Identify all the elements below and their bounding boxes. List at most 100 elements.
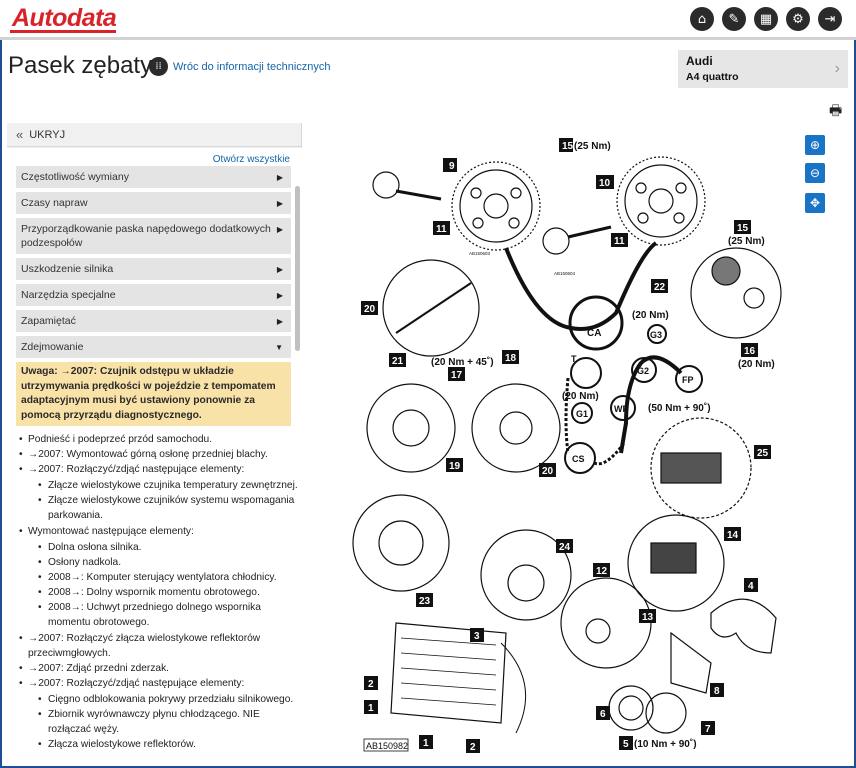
svg-text:1: 1 (368, 703, 374, 714)
sidebar: « UKRYJ Otwórz wszystkie Częstotliwość w… (7, 123, 302, 763)
svg-text:CA: CA (587, 328, 601, 339)
grid-icon[interactable]: ⁞⁞ (149, 57, 168, 76)
back-to-technical-info-link[interactable]: Wróc do informacji technicznych (173, 61, 331, 73)
open-all-link[interactable]: Otwórz wszystkie (212, 154, 290, 165)
car-make: Audi (686, 54, 713, 68)
svg-text:13: 13 (642, 612, 654, 623)
car-model: A4 quattro (686, 71, 739, 83)
section-drive-belt-layout[interactable]: Przyporządkowanie paska napędowego dodat… (16, 218, 291, 254)
list-item: →2007: Zdjąć przedni zderzak. (19, 661, 302, 676)
sub-list-item: 2008→: Komputer sterujący wentylatora ch… (36, 570, 302, 585)
svg-text:2: 2 (368, 679, 374, 690)
sub-list-item: Złącza wielostykowe reflektorów. (36, 737, 302, 752)
svg-text:G1: G1 (576, 409, 588, 419)
section-special-tools[interactable]: Narzędzia specjalne▶ (16, 284, 291, 306)
sub-list-item: Złącze wielostykowe czujnika temperatury… (36, 478, 302, 493)
wrench-icon[interactable]: ✎ (722, 7, 746, 31)
sub-list-item: 2008→: Uchwyt przedniego dolnego wsporni… (36, 600, 302, 630)
sidebar-content[interactable]: Otwórz wszystkie Częstotliwość wymiany▶ … (7, 148, 302, 763)
svg-text:11: 11 (614, 236, 625, 247)
svg-text:CS: CS (572, 454, 585, 464)
timing-belt-diagram[interactable]: 15 (25 Nm) 9 10 11 11 15 (25 Nm) 20 22 1… (306, 123, 846, 763)
top-bar: Autodata ⌂ ✎ ▦ ⚙ ⇥ (0, 0, 856, 40)
section-remember[interactable]: Zapamiętać▶ (16, 310, 291, 332)
svg-text:24: 24 (559, 542, 571, 553)
svg-text:19: 19 (449, 461, 461, 472)
list-item: →2007: Rozłączyć złącza wielostykowe ref… (19, 631, 302, 661)
diagram-svg: 15 (25 Nm) 9 10 11 11 15 (25 Nm) 20 22 1… (352, 138, 782, 753)
svg-text:(20 Nm + 45˚): (20 Nm + 45˚) (431, 356, 494, 368)
list-item: →2007: Rozłączyć/zdjąć następujące eleme… (19, 462, 302, 523)
vehicle-selector[interactable]: Audi A4 quattro › (678, 50, 848, 88)
caret-right-icon: ▶ (276, 173, 283, 182)
hide-sidebar-button[interactable]: « UKRYJ (7, 123, 301, 147)
svg-text:20: 20 (542, 466, 554, 477)
svg-text:22: 22 (654, 282, 666, 293)
svg-text:(10 Nm + 90˚): (10 Nm + 90˚) (634, 738, 697, 750)
svg-text:1: 1 (423, 738, 429, 749)
section-repair-times[interactable]: Czasy napraw▶ (16, 192, 291, 214)
zoom-out-icon[interactable]: ⊖ (805, 163, 825, 183)
svg-text:18: 18 (505, 353, 517, 364)
callout-15: 15 (562, 141, 574, 152)
caret-right-icon: ▶ (276, 291, 283, 300)
svg-text:25: 25 (757, 448, 769, 459)
fit-icon[interactable]: ✥ (805, 193, 825, 213)
caret-down-icon: ▼ (275, 343, 283, 352)
caret-right-icon: ▶ (276, 225, 283, 234)
svg-text:2: 2 (470, 742, 476, 753)
list-item: Podnieść i podeprzeć przód samochodu. (19, 432, 302, 447)
logout-icon[interactable]: ⇥ (818, 7, 842, 31)
svg-text:21: 21 (392, 356, 404, 367)
caret-right-icon: ▶ (276, 265, 283, 274)
calculator-icon[interactable]: ▦ (754, 7, 778, 31)
gear-icon[interactable]: ⚙ (786, 7, 810, 31)
svg-text:AB150604: AB150604 (554, 271, 576, 276)
svg-text:5: 5 (623, 739, 629, 750)
svg-text:G3: G3 (650, 330, 662, 340)
chevron-right-icon: › (834, 60, 840, 77)
list-item: →2007: Rozłączyć/zdjąć następujące eleme… (19, 676, 302, 752)
svg-text:(50 Nm + 90˚): (50 Nm + 90˚) (648, 402, 711, 414)
section-replacement-interval[interactable]: Częstotliwość wymiany▶ (16, 166, 291, 188)
scrollbar[interactable] (295, 186, 300, 351)
caret-right-icon: ▶ (276, 317, 283, 326)
section-engine-damage[interactable]: Uszkodzenie silnika▶ (16, 258, 291, 280)
svg-text:16: 16 (744, 346, 756, 357)
page-title: Pasek zębaty (8, 52, 153, 79)
top-icons: ⌂ ✎ ▦ ⚙ ⇥ (690, 7, 842, 31)
svg-text:6: 6 (600, 709, 606, 720)
svg-text:7: 7 (705, 724, 711, 735)
zoom-in-icon[interactable]: ⊕ (805, 135, 825, 155)
section-removal[interactable]: Zdejmowanie▼ (16, 336, 291, 358)
svg-text:10: 10 (599, 178, 611, 189)
list-item: →2007: Wymontować górną osłonę przedniej… (19, 447, 302, 462)
hide-label: UKRYJ (29, 128, 66, 141)
sub-list-item: Cięgno odblokowania pokrywy przedziału s… (36, 692, 302, 707)
svg-text:20: 20 (364, 304, 376, 315)
print-icon[interactable]: 🖶 (829, 103, 843, 119)
svg-text:AB150603: AB150603 (469, 251, 491, 256)
svg-text:17: 17 (451, 370, 463, 381)
autodata-logo[interactable]: Autodata (10, 3, 117, 33)
sub-list-item: Osłony nadkola. (36, 555, 302, 570)
figure-ref: AB150982 (366, 741, 408, 751)
svg-text:15: 15 (737, 223, 749, 234)
svg-text:3: 3 (474, 631, 480, 642)
svg-text:(20 Nm): (20 Nm) (562, 391, 599, 402)
caret-right-icon: ▶ (276, 199, 283, 208)
svg-text:FP: FP (682, 375, 694, 385)
warning-note: Uwaga: →2007: Czujnik odstępu w układzie… (16, 362, 291, 426)
sub-list-item: Dolna osłona silnika. (36, 540, 302, 555)
svg-text:8: 8 (714, 686, 720, 697)
double-chevron-left-icon: « (16, 127, 24, 142)
svg-text:(20 Nm): (20 Nm) (738, 359, 775, 370)
svg-text:9: 9 (449, 161, 455, 172)
svg-text:T: T (571, 354, 577, 364)
svg-text:12: 12 (596, 566, 608, 577)
svg-text:(20 Nm): (20 Nm) (632, 310, 669, 321)
sub-list-item: Złącze wielostykowe czujników systemu ws… (36, 493, 302, 523)
svg-text:11: 11 (436, 224, 447, 235)
list-item: Wymontować następujące elementy: Dolna o… (19, 524, 302, 630)
home-icon[interactable]: ⌂ (690, 7, 714, 31)
